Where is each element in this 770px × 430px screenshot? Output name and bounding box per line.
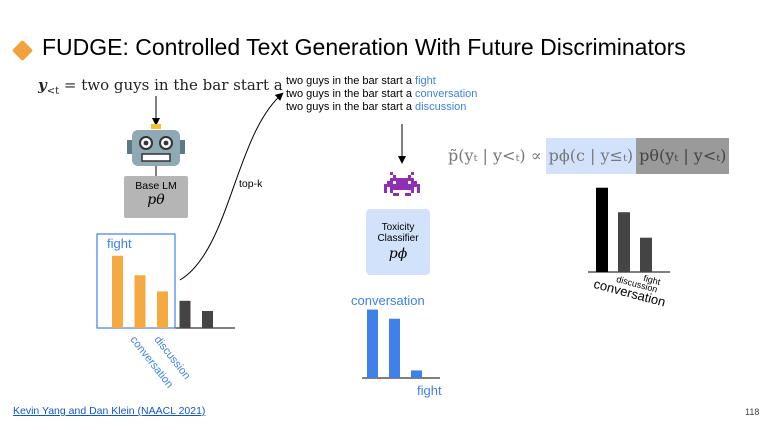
chart2-bar-discussion xyxy=(389,318,400,378)
citation-link[interactable]: Kevin Yang and Dan Klein (NAACL 2021) xyxy=(13,405,206,417)
candidate-fight: two guys in the bar start a fight xyxy=(286,75,436,87)
page-number: 118 xyxy=(745,407,760,417)
chart3-bar-conversation xyxy=(596,187,608,272)
base-lm-box: Base LM pθ xyxy=(124,176,188,218)
candidate-list: two guys in the bar start a fight two gu… xyxy=(286,75,477,114)
chart2-bar-fight xyxy=(411,370,422,378)
chart3-bar-fight xyxy=(640,237,652,272)
chart1-bar-conversation xyxy=(134,275,146,328)
prefix-sub: <t xyxy=(46,86,60,97)
formula-classifier-term: pϕ(c | y≤ₜ) xyxy=(545,138,637,174)
candidate-discussion: two guys in the bar start a discussion xyxy=(286,101,467,113)
chart3-bar-discussion xyxy=(618,212,630,272)
chart2-bars xyxy=(367,309,422,378)
chart1-bar-other-4 xyxy=(202,311,213,328)
chart1-bar-fight xyxy=(112,255,123,328)
reweighting-formula: p̃(yₜ | y<ₜ) ∝ pϕ(c | y≤ₜ)pθ(yₜ | y<ₜ) xyxy=(448,138,730,174)
classifier-symbol: pϕ xyxy=(388,246,408,262)
prefix-equation: y<t = two guys in the bar start a xyxy=(38,76,283,97)
chart2-bar-conversation xyxy=(367,309,378,378)
chart2-top-label: conversation xyxy=(351,293,425,308)
base-lm-symbol: pθ xyxy=(147,192,165,208)
slide-title: FUDGE: Controlled Text Generation With F… xyxy=(42,34,686,60)
prefix-text: = two guys in the bar start a xyxy=(59,76,283,94)
chart1-bar-other-3 xyxy=(179,300,191,328)
toxicity-classifier-box: Toxicity Classifier pϕ xyxy=(366,209,430,275)
classifier-line2: Classifier xyxy=(377,233,419,244)
topk-label: top-k xyxy=(239,178,263,190)
chart1-bar-discussion xyxy=(157,291,168,328)
base-lm-label: Base LM xyxy=(135,180,177,192)
chart3-bars xyxy=(596,187,652,272)
topk-arrow xyxy=(179,92,284,281)
chart1-box-label: fight xyxy=(107,236,132,251)
candidate-conversation: two guys in the bar start a conversation xyxy=(286,88,478,100)
classifier-line1: Toxicity xyxy=(381,222,415,233)
chart2-bottom-label: fight xyxy=(417,383,442,398)
formula-lhs: p̃(yₜ | y<ₜ) ∝ xyxy=(448,146,542,165)
formula-lm-term: pθ(yₜ | y<ₜ) xyxy=(636,138,730,174)
chart1-bars xyxy=(112,255,213,328)
robot-icon xyxy=(127,124,185,166)
space-invader-icon xyxy=(384,172,420,196)
prefix-var: y xyxy=(38,76,47,94)
